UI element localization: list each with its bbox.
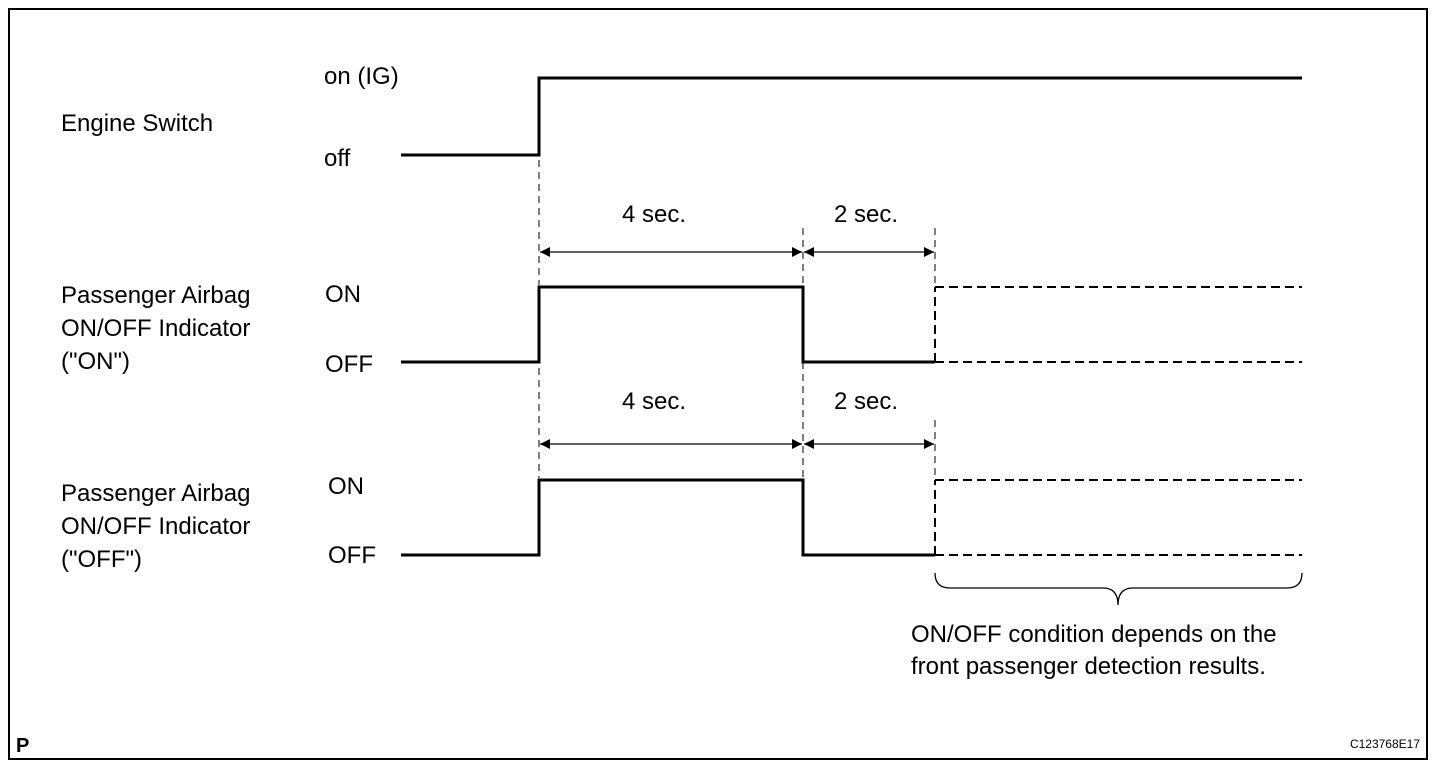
interval-label-2sec-top: 2 sec. [834, 201, 898, 228]
indicator-on-low-label: OFF [325, 351, 373, 378]
indicator-on-high-label: ON [325, 281, 361, 308]
interval-label-2sec-bottom: 2 sec. [834, 388, 898, 415]
indicator-on-name-line-2: ON/OFF Indicator [61, 315, 250, 342]
engine-switch-low-label: off [324, 145, 351, 172]
indicator-on-name-line-3: ("ON") [61, 348, 130, 375]
indicator-off-name-line-2: ON/OFF Indicator [61, 513, 250, 540]
condition-note-line-1: ON/OFF condition depends on the [911, 621, 1277, 648]
indicator-off-waveform [401, 478, 935, 557]
indicator-off-name-line-1: Passenger Airbag [61, 480, 250, 507]
figure-code: C123768E17 [1350, 737, 1420, 751]
corner-mark: P [16, 735, 29, 757]
indicator-on-waveform [401, 285, 935, 364]
engine-switch-name: Engine Switch [61, 110, 213, 137]
engine-switch-waveform [401, 76, 1302, 157]
engine-switch-high-label: on (IG) [324, 63, 399, 90]
interval-label-4sec-bottom: 4 sec. [622, 388, 686, 415]
indicator-off-high-label: ON [328, 473, 364, 500]
interval-label-4sec-top: 4 sec. [622, 201, 686, 228]
diagram-frame [8, 8, 1428, 760]
condition-brace [934, 572, 1303, 606]
condition-note-line-2: front passenger detection results. [911, 653, 1266, 680]
indicator-off-name-line-3: ("OFF") [61, 546, 142, 573]
indicator-off-low-label: OFF [328, 542, 376, 569]
indicator-on-name-line-1: Passenger Airbag [61, 282, 250, 309]
